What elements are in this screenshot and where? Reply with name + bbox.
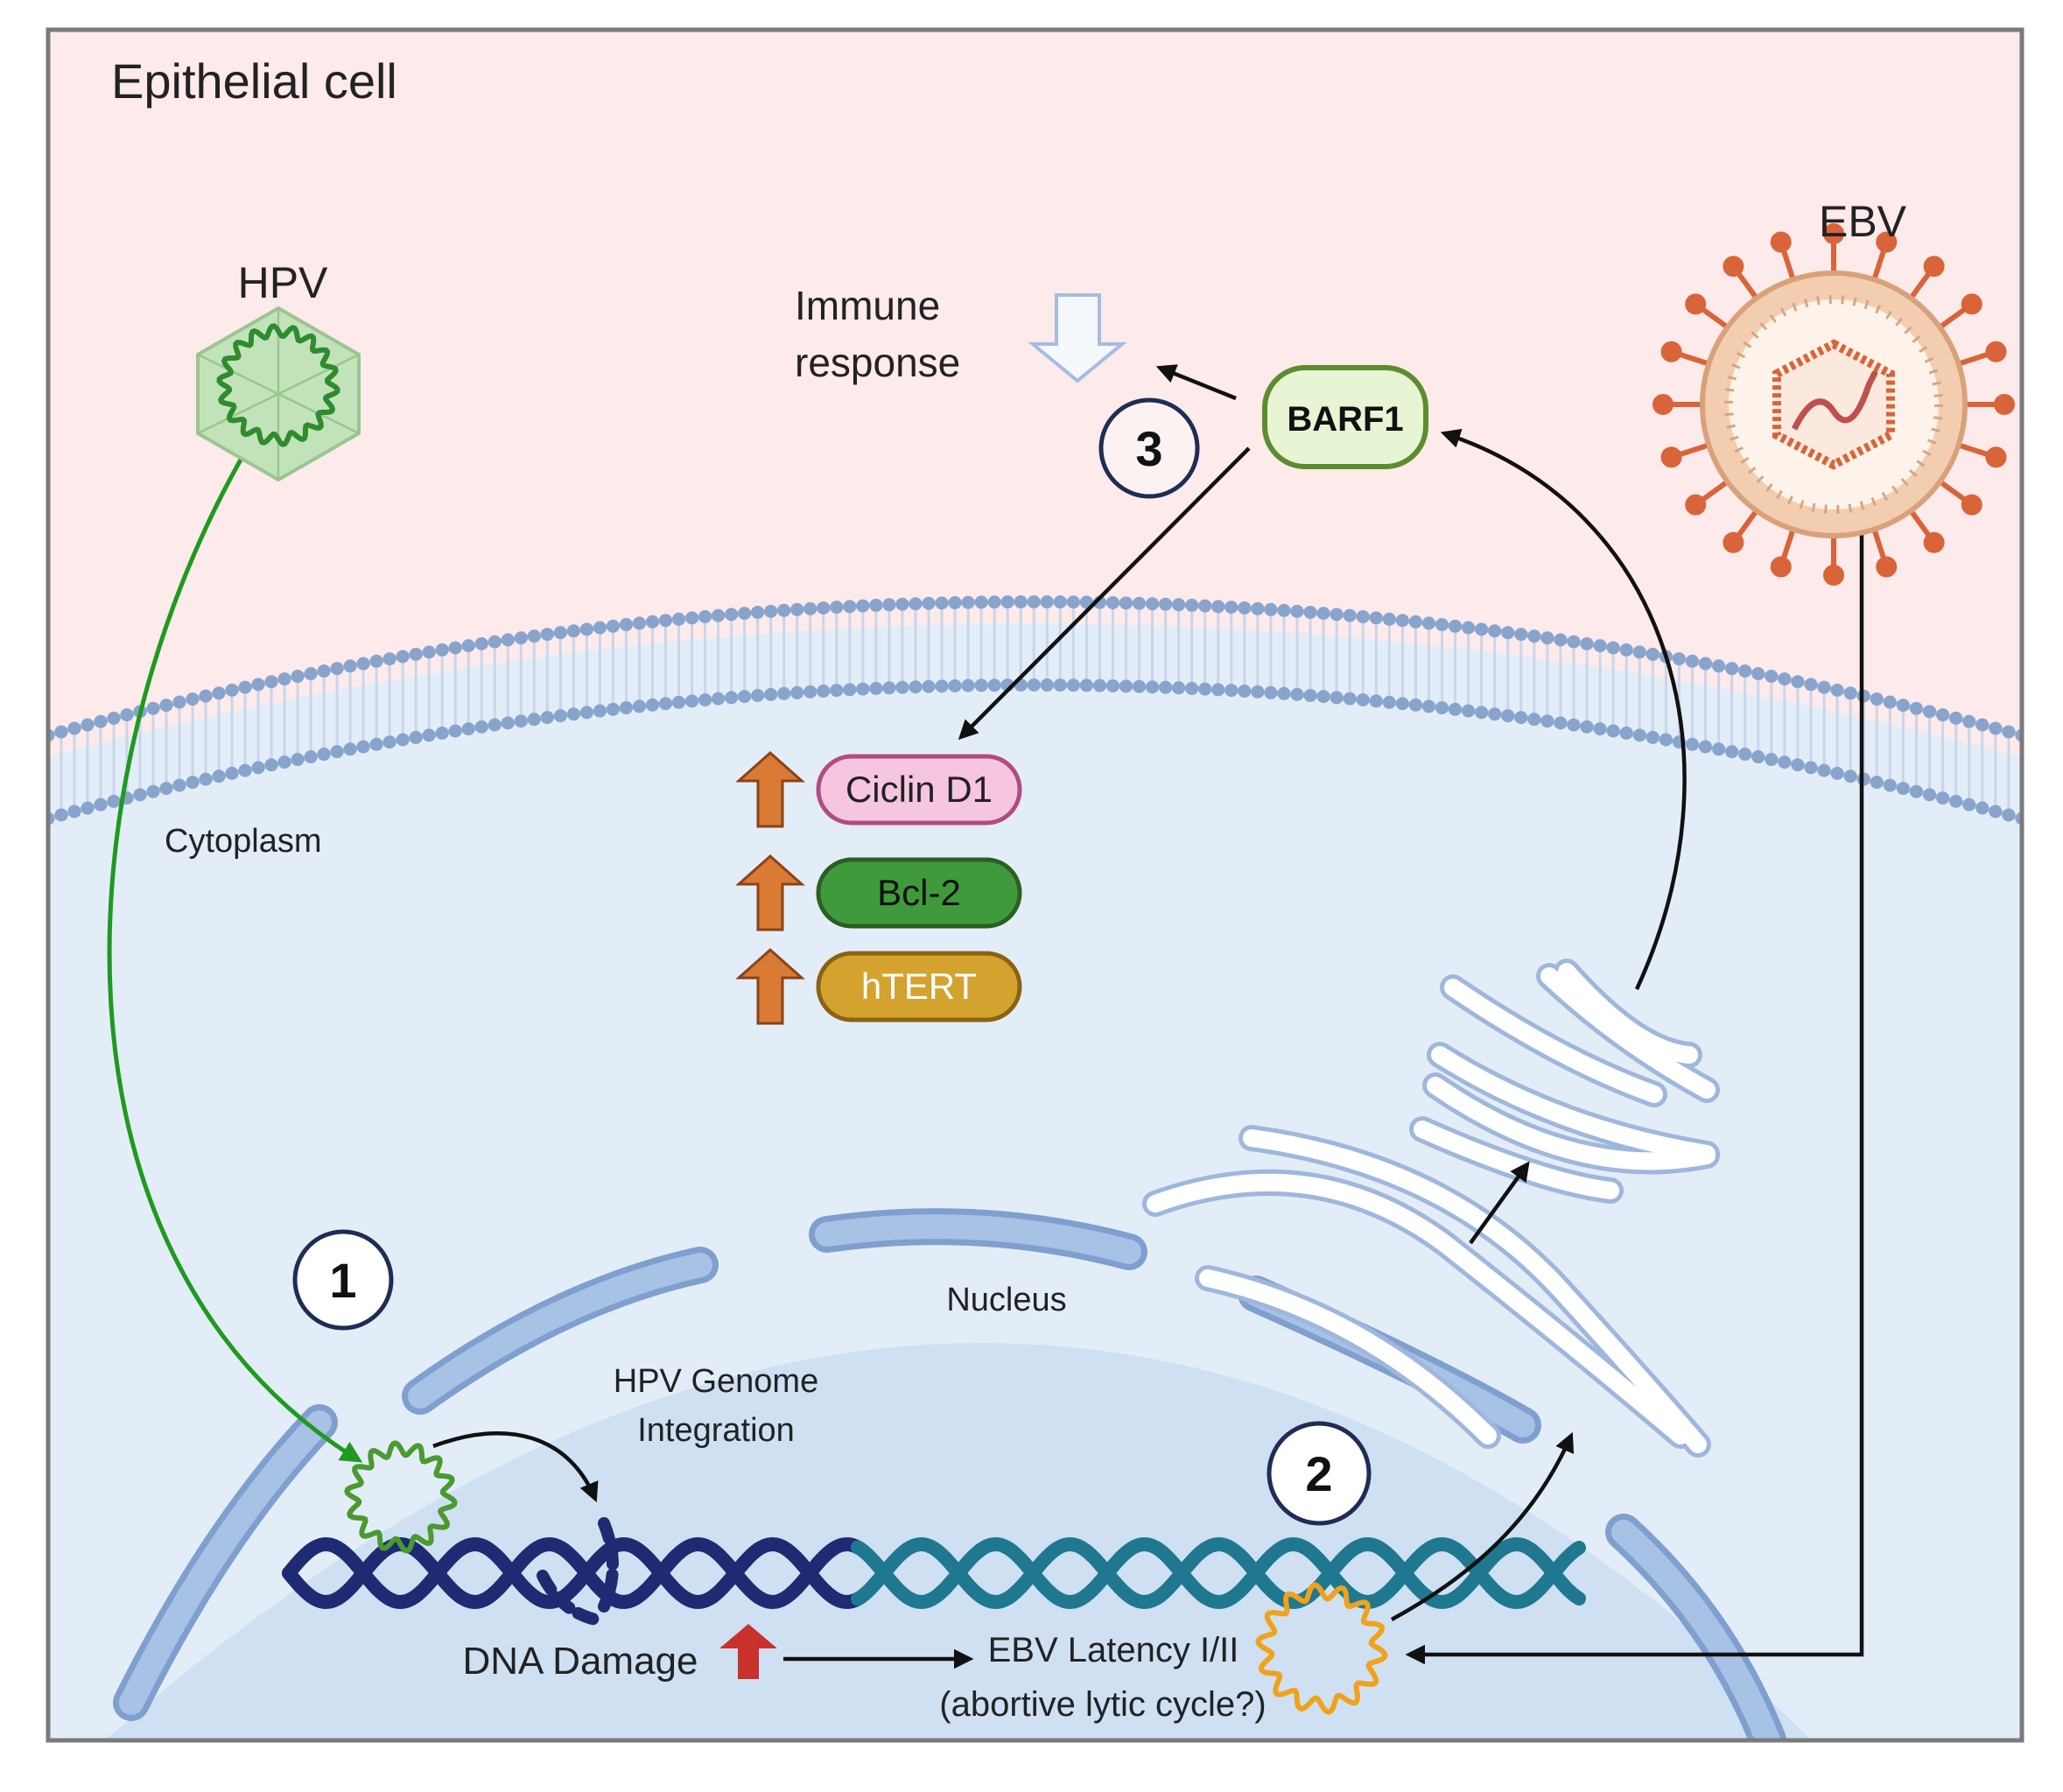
cell-label: Epithelial cell — [111, 53, 397, 109]
step-3-number: 3 — [1135, 421, 1162, 476]
dna-damage-up-arrow — [719, 1624, 777, 1679]
er-to-golgi-arrow — [1469, 1161, 1530, 1245]
step-1-badge: 1 — [292, 1229, 394, 1331]
hpv-label: HPV — [238, 258, 328, 307]
protein-pill-bcl-2: Bcl-2 — [816, 857, 1022, 929]
cytoplasm-label: Cytoplasm — [165, 823, 322, 860]
ebv-entry-arrow — [1405, 508, 1864, 1665]
barf1-to-immune-arrow — [1155, 364, 1237, 401]
host-dna-helix — [282, 1517, 1586, 1626]
up-arrow-icon — [735, 854, 805, 931]
protein-list: Ciclin D1 Bcl-2 hTERT — [816, 754, 1022, 1022]
golgi-apparatus — [1409, 959, 1720, 1204]
latency-to-er-arrow — [1390, 1431, 1575, 1621]
step-1-number: 1 — [329, 1253, 356, 1308]
protein-label: Bcl-2 — [877, 872, 961, 913]
hpv-virion — [196, 306, 361, 482]
ebv-latency-label-line1: EBV Latency I/II — [988, 1631, 1239, 1669]
hpv-entry-arrow — [107, 458, 363, 1463]
ebv-label: EBV — [1819, 197, 1907, 246]
cell-membrane — [48, 595, 2022, 826]
protein-label: Ciclin D1 — [846, 769, 993, 810]
ebv-latency-label-line2: (abortive lytic cycle?) — [939, 1685, 1266, 1724]
barf1-label: BARF1 — [1287, 400, 1403, 439]
upregulation-arrows — [735, 750, 805, 1025]
step-2-number: 2 — [1305, 1446, 1332, 1501]
protein-pill-ciclin-d1: Ciclin D1 — [816, 754, 1022, 826]
barf1-to-proteins-arrow — [958, 446, 1251, 741]
step-3-badge: 3 — [1098, 397, 1200, 499]
immune-down-arrow — [1028, 293, 1127, 383]
up-arrow-icon — [735, 750, 805, 828]
immune-response-label-line1: Immune — [795, 283, 940, 328]
up-arrow-icon — [735, 947, 805, 1025]
nucleus-region — [105, 1343, 1812, 1740]
step-2-badge: 2 — [1267, 1421, 1372, 1526]
integration-label-line1: HPV Genome — [614, 1363, 818, 1400]
protein-label: hTERT — [861, 966, 977, 1007]
endoplasmic-reticulum — [1142, 1125, 1711, 1458]
protein-pill-htert: hTERT — [816, 951, 1022, 1022]
dna-damage-label: DNA Damage — [462, 1640, 698, 1683]
integration-label-line2: Integration — [637, 1412, 795, 1449]
ebv-virion — [1653, 223, 2015, 586]
golgi-to-barf1-arrow — [1440, 428, 1687, 990]
integration-arrow — [432, 1430, 599, 1503]
barf1-node: BARF1 — [1262, 365, 1428, 469]
immune-response-label-line2: response — [795, 340, 960, 385]
ebv-episome — [1255, 1582, 1388, 1715]
diagram-frame — [46, 27, 2024, 1743]
hpv-genome-episome — [344, 1440, 458, 1554]
nucleus-label: Nucleus — [946, 1282, 1066, 1318]
